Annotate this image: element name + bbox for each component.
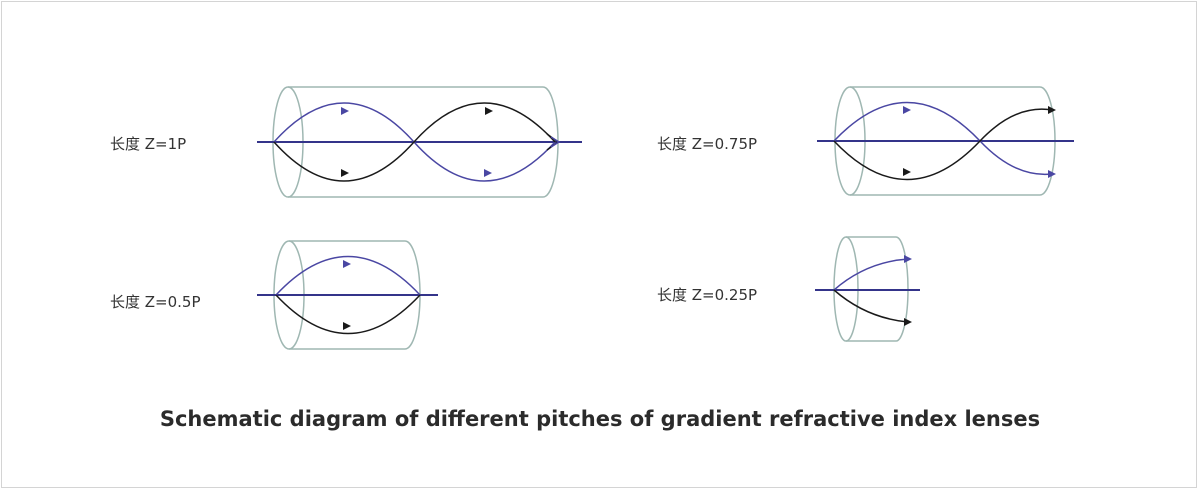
ray-black xyxy=(275,294,421,335)
arrow-icon xyxy=(904,255,912,263)
diagram-caption: Schematic diagram of different pitches o… xyxy=(159,407,1041,431)
ray-blue xyxy=(833,258,909,291)
arrow-icon xyxy=(484,169,492,177)
arrow-icon xyxy=(343,322,351,330)
arrow-icon xyxy=(904,318,912,326)
arrow-icon xyxy=(341,107,349,115)
arrow-icon xyxy=(1048,170,1056,178)
lens-075p xyxy=(817,86,1074,196)
ray-black xyxy=(833,108,1053,181)
arrow-icon xyxy=(341,169,349,177)
arrow-icon xyxy=(343,260,351,268)
arrow-icon xyxy=(550,136,561,148)
lens-label-025p: 长度 Z=0.25P xyxy=(657,286,758,304)
ray-blue xyxy=(275,255,421,296)
arrow-icon xyxy=(903,168,911,176)
lens-label-1p: 长度 Z=1P xyxy=(110,135,187,153)
ray-black xyxy=(273,102,556,182)
ray-blue xyxy=(833,101,1053,176)
arrow-icon xyxy=(1048,106,1056,114)
lens-05p xyxy=(257,240,438,350)
lens-1p xyxy=(257,86,582,198)
lens-025p xyxy=(815,236,920,342)
arrow-icon xyxy=(485,107,493,115)
ray-black xyxy=(833,289,909,323)
arrow-icon xyxy=(903,106,911,114)
lens-label-075p: 长度 Z=0.75P xyxy=(657,135,758,153)
lens-label-05p: 长度 Z=0.5P xyxy=(110,293,201,311)
